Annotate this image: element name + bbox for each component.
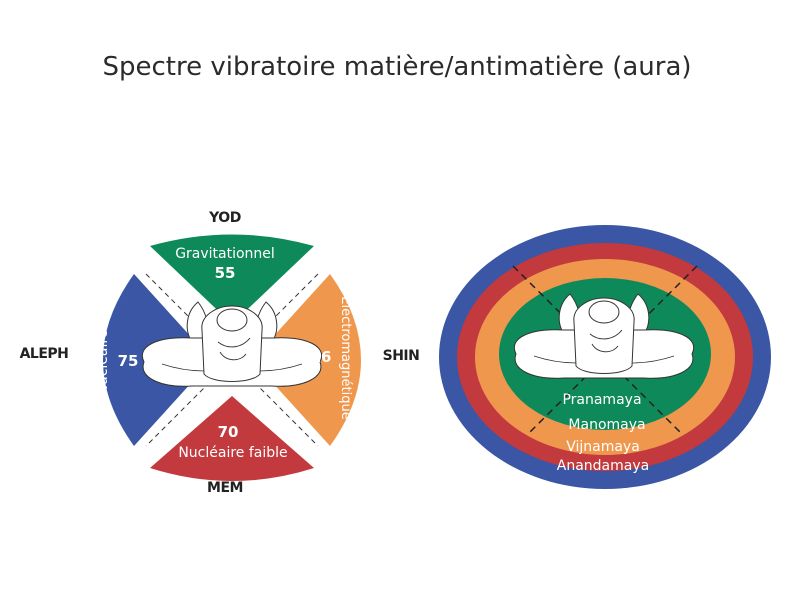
letter-shin: SHIN (383, 348, 420, 364)
layer-label-manomaya: Manomaya (568, 417, 645, 433)
force-label-nucleaire-faible: Nucléaire faible (178, 445, 287, 461)
letter-aleph: ALEPH (20, 346, 69, 362)
sector-gravitationnel (150, 234, 314, 324)
force-label-nucleaire-fort: Nucléaire fort (95, 300, 111, 396)
aura-dashed-diagonals (512, 265, 698, 433)
force-label-gravitationnel: Gravitationnel (175, 246, 275, 262)
force-number-nucleaire-faible: 70 (218, 423, 239, 441)
layer-label-pranamaya: Pranamaya (562, 392, 641, 408)
aura-diagram: Pranamaya Manomaya Vijnamaya Anandamaya (439, 225, 771, 489)
layer-label-vijnamaya: Vijnamaya (566, 439, 640, 455)
sector-nucleaire-faible (150, 396, 314, 481)
layer-label-anandamaya: Anandamaya (557, 458, 649, 474)
force-number-gravitationnel: 55 (215, 264, 236, 282)
page-title: Spectre vibratoire matière/antimatière (… (102, 52, 692, 82)
force-number-nucleaire-fort: 75 (118, 352, 139, 370)
force-number-electromagnetique: 16 (311, 348, 332, 366)
cross-diagram: YOD MEM ALEPH SHIN Gravitationnel 55 70 … (20, 210, 420, 496)
force-label-electromagnetique: Electromagnétique (338, 296, 353, 419)
letter-mem: MEM (207, 480, 243, 496)
letter-yod: YOD (208, 210, 241, 226)
